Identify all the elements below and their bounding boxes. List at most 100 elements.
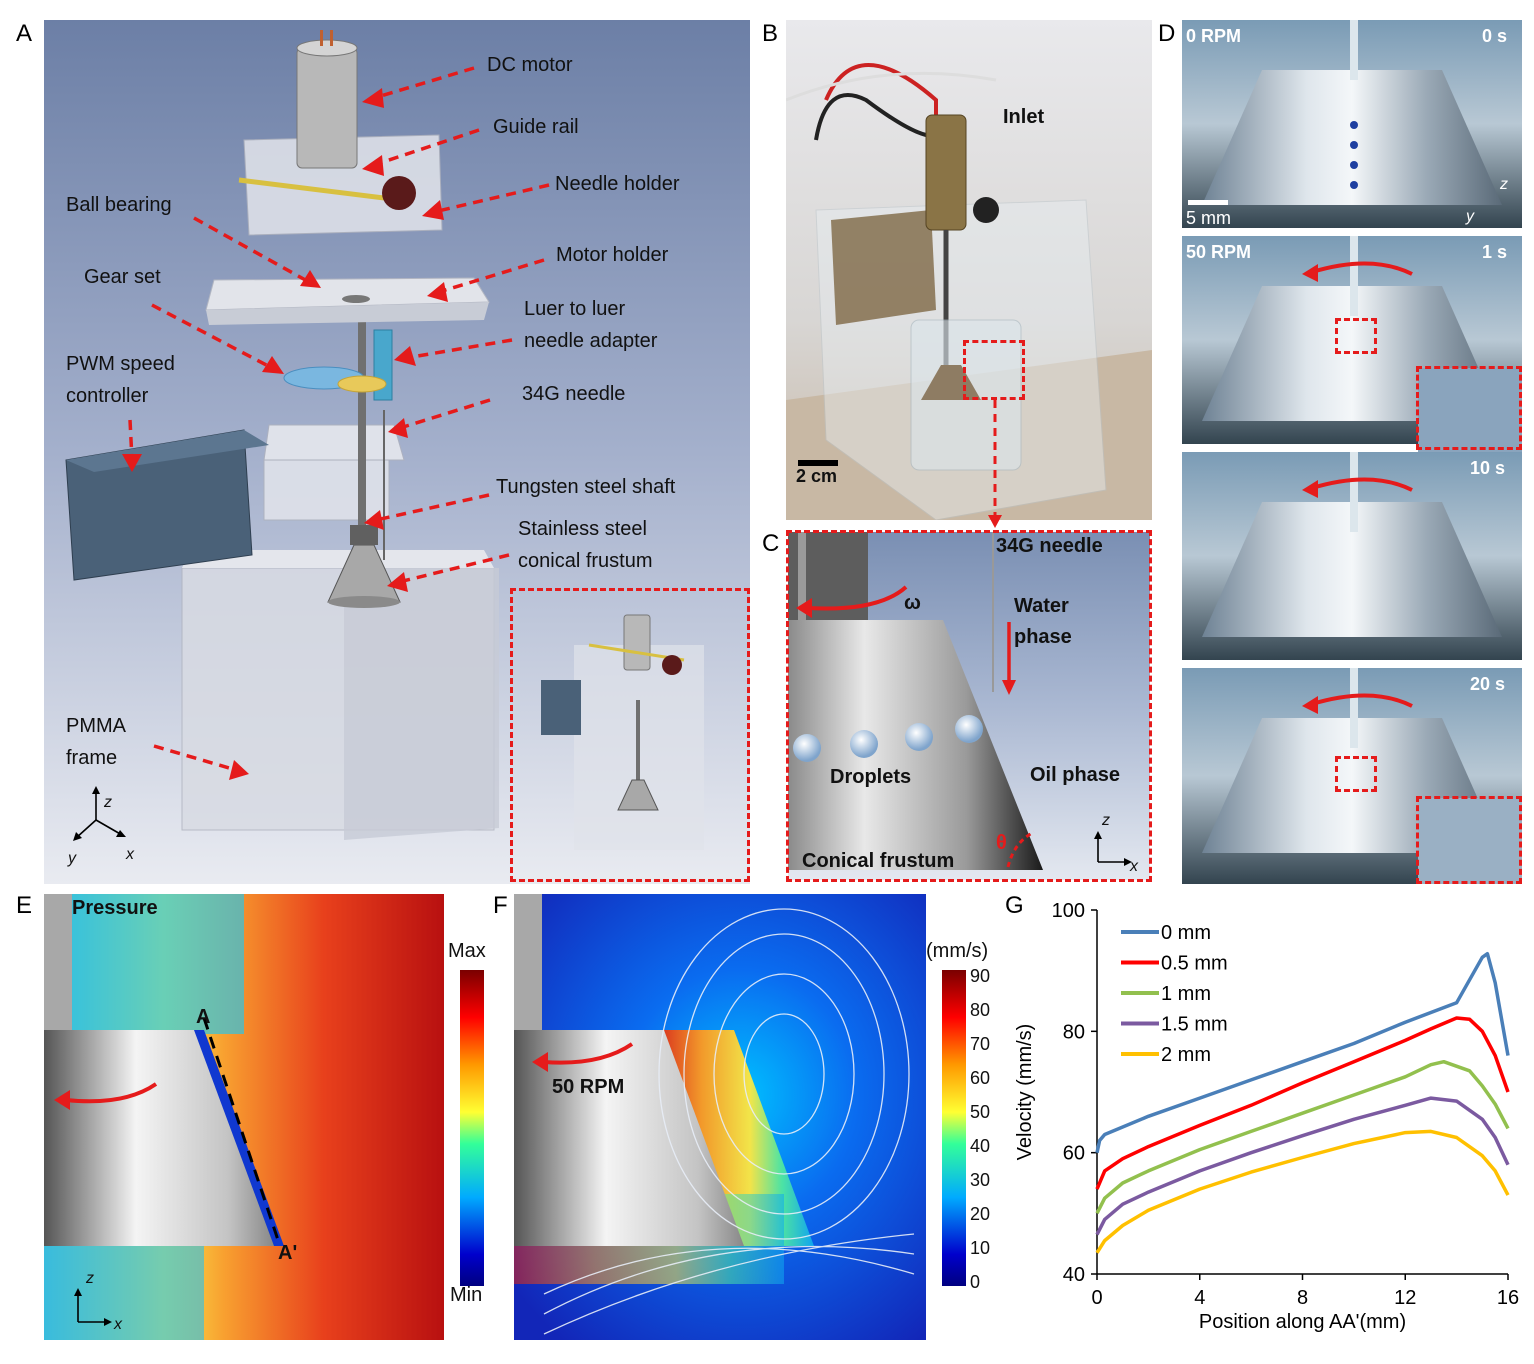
panel-e-axis-z: z xyxy=(86,1270,94,1287)
y-tick-label: 100 xyxy=(1052,900,1085,922)
f-tick-10: 10 xyxy=(970,1238,991,1258)
label-ball-bearing: Ball bearing xyxy=(66,194,172,216)
panel-letter-c: C xyxy=(762,530,780,557)
series-line xyxy=(1095,1096,1510,1236)
panel-d-time-3: 20 s xyxy=(1470,674,1506,694)
label-dc-motor: DC motor xyxy=(487,54,573,76)
panel-f-unit: (mm/s) xyxy=(926,940,989,962)
f-tick-80: 80 xyxy=(970,1000,991,1020)
panel-c-water-line2: phase xyxy=(1014,626,1072,648)
panel-f-rpm-label: 50 RPM xyxy=(552,1076,625,1098)
panel-a-device-illustration xyxy=(65,30,704,850)
label-guide-rail: Guide rail xyxy=(493,116,579,138)
label-pwm-line2: controller xyxy=(66,385,149,407)
panel-a-axis-y: y xyxy=(68,850,76,867)
panel-a-axis-x: x xyxy=(126,846,134,863)
legend-label: 0.5 mm xyxy=(1161,953,1228,975)
panel-e-pressure-field xyxy=(44,894,444,1340)
panel-e-title: Pressure xyxy=(72,897,158,919)
panel-c-frustum-label: Conical frustum xyxy=(802,850,955,872)
label-luer-line1: Luer to luer xyxy=(524,298,626,320)
panel-c-axis-x: x xyxy=(1130,858,1138,875)
panel-d-zoom-3 xyxy=(1335,756,1377,792)
panel-b-zoom-box xyxy=(963,340,1025,400)
y-tick-label: 60 xyxy=(1063,1143,1085,1165)
x-axis-label: Position along AA'(mm) xyxy=(1199,1311,1406,1333)
panel-c-oil-label: Oil phase xyxy=(1030,764,1121,786)
label-motor-holder: Motor holder xyxy=(556,244,669,266)
f-tick-70: 70 xyxy=(970,1034,991,1054)
x-tick-label: 12 xyxy=(1394,1287,1416,1309)
panel-letter-a: A xyxy=(16,20,33,47)
f-tick-50: 50 xyxy=(970,1102,991,1122)
x-tick-label: 16 xyxy=(1497,1287,1519,1309)
x-tick-label: 4 xyxy=(1194,1287,1205,1309)
panel-a-axis-z: z xyxy=(104,794,112,811)
label-pwm-line1: PWM speed xyxy=(66,353,175,375)
panel-d-frames xyxy=(1182,20,1522,884)
legend-label: 1 mm xyxy=(1161,983,1211,1005)
d-frame-2 xyxy=(1182,452,1522,660)
panel-d-axis-y: y xyxy=(1466,208,1474,225)
label-tungsten-shaft: Tungsten steel shaft xyxy=(496,476,676,498)
panel-letter-d: D xyxy=(1158,20,1176,47)
panel-e-colorbar-max: Max xyxy=(448,940,486,962)
x-tick-label: 8 xyxy=(1297,1287,1308,1309)
panel-letter-e: E xyxy=(16,892,33,919)
series-line xyxy=(1095,951,1510,1154)
panel-d-rpm-1: 50 RPM xyxy=(1186,242,1252,262)
d-frame-3 xyxy=(1182,668,1522,884)
panel-f-colorbar-ticks: 90 80 70 60 50 40 30 20 10 0 xyxy=(970,966,1010,1296)
panel-d-inset-1 xyxy=(1416,366,1522,450)
label-gear-set: Gear set xyxy=(84,266,161,288)
panel-c-droplets-label: Droplets xyxy=(830,766,912,788)
panel-d-time-2: 10 s xyxy=(1470,458,1506,478)
panel-c-frame xyxy=(786,530,1152,882)
panel-letter-b: B xyxy=(762,20,779,47)
panel-d-inset-3 xyxy=(1416,796,1522,884)
y-tick-label: 40 xyxy=(1063,1264,1085,1286)
f-tick-20: 20 xyxy=(970,1204,991,1224)
label-luer-line2: needle adapter xyxy=(524,330,658,352)
panel-c-axis-z: z xyxy=(1102,812,1110,829)
panel-d-rpm-0: 0 RPM xyxy=(1186,26,1242,46)
panel-letter-f: F xyxy=(493,892,508,919)
legend-label: 0 mm xyxy=(1161,922,1211,944)
legend-label: 2 mm xyxy=(1161,1044,1211,1066)
panel-d-axis-z: z xyxy=(1500,176,1508,193)
panel-b-to-c-connector xyxy=(988,400,1002,528)
panel-e-point-a: A xyxy=(196,1006,211,1028)
f-tick-30: 30 xyxy=(970,1170,991,1190)
f-tick-60: 60 xyxy=(970,1068,991,1088)
label-frustum-line2: conical frustum xyxy=(518,550,653,572)
label-pmma-line1: PMMA xyxy=(66,715,126,737)
y-axis-label: Velocity (mm/s) xyxy=(1014,1024,1036,1161)
panel-e-colorbar xyxy=(460,970,484,1286)
panel-letter-g: G xyxy=(1005,892,1024,919)
f-tick-40: 40 xyxy=(970,1136,991,1156)
f-tick-90: 90 xyxy=(970,966,991,986)
panel-b-scale-label: 2 cm xyxy=(796,466,838,486)
panel-f-velocity-field xyxy=(514,894,926,1340)
label-pmma-line2: frame xyxy=(66,747,118,769)
panel-e-point-a-prime: A' xyxy=(278,1242,298,1264)
panel-c-schematic xyxy=(788,532,1150,880)
y-tick-label: 80 xyxy=(1063,1021,1085,1043)
panel-f-colorbar xyxy=(942,970,966,1286)
d-frame-0 xyxy=(1182,20,1522,228)
f-tick-0: 0 xyxy=(970,1272,981,1292)
panel-d-time-0: 0 s xyxy=(1482,26,1508,46)
panel-b-inlet-label: Inlet xyxy=(1003,106,1045,128)
label-frustum-line1: Stainless steel xyxy=(518,518,647,540)
panel-c-needle-label: 34G needle xyxy=(996,535,1103,557)
series-line xyxy=(1095,1129,1510,1254)
label-needle-holder: Needle holder xyxy=(555,173,680,195)
panel-d-time-1: 1 s xyxy=(1482,242,1508,262)
label-34g-needle: 34G needle xyxy=(522,383,626,405)
series-line xyxy=(1095,1016,1510,1190)
series-line xyxy=(1095,1059,1510,1215)
panel-e-colorbar-min: Min xyxy=(450,1284,483,1306)
panel-b-photo xyxy=(786,20,1152,520)
panel-c-omega: ω xyxy=(904,592,921,614)
